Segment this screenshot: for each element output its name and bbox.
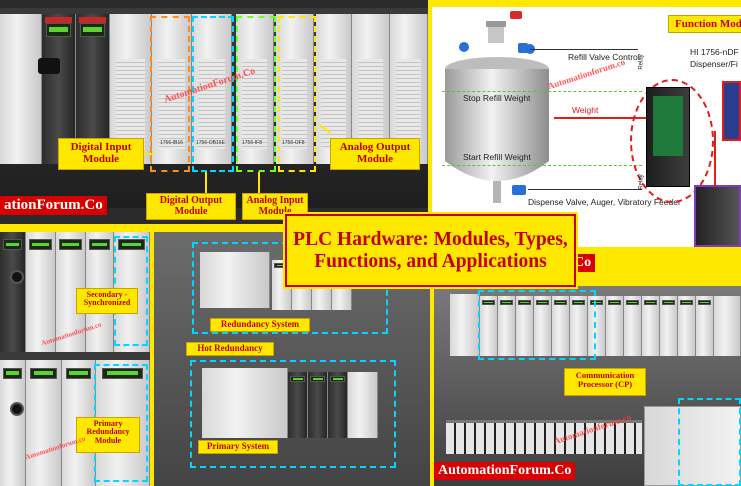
digital-output-box <box>192 16 234 172</box>
redundancy-upper-2 <box>26 232 56 352</box>
lower-controller <box>202 368 288 438</box>
dispense-valve-icon <box>512 185 526 195</box>
comm-rack-12 <box>660 296 678 356</box>
top-left-rack-photo: 1756-IB16 1756-OB16E 1756-IF8 1756-OF8 A… <box>0 0 428 224</box>
comm-rack-13 <box>678 296 696 356</box>
function-diagram-panel: Function Mod Refill Valve Control HI 175… <box>432 7 741 247</box>
right-communication-photo: Communication Processor (CP) Automationf… <box>434 286 741 486</box>
brand-bottom-right: AutomationForum.Co <box>434 462 576 480</box>
dispense-line <box>528 189 642 190</box>
refill-valve-text: Refill Valve Control <box>568 52 640 62</box>
power-button-icon <box>10 270 24 284</box>
weight-module <box>646 87 690 187</box>
primary-system-label: Primary System <box>198 440 278 454</box>
weight-text: Weight <box>572 105 599 115</box>
brand-top-left: ationForum.Co <box>0 196 107 215</box>
power-supply-module <box>0 14 42 164</box>
module-tag-4: 1756-OF8 <box>282 140 305 146</box>
secondary-label: Secondary - Synchronized <box>76 288 138 314</box>
right-device-photo-2 <box>694 185 741 247</box>
digital-input-label: Digital Input Module <box>58 138 144 170</box>
analog-output-label: Analog Output Module <box>330 138 420 170</box>
redundancy-system-label: Redundancy System <box>210 318 310 332</box>
comm-rack-3 <box>498 296 516 356</box>
analog-input-arrow <box>258 172 260 193</box>
lower-io-3 <box>328 372 348 438</box>
relay-box <box>678 398 741 486</box>
page-title: PLC Hardware: Modules, Types, Functions,… <box>293 228 568 272</box>
io-module-4 <box>236 14 274 164</box>
dispense-text: Dispense Valve, Auger, Vibratory Feeder <box>528 197 681 207</box>
red-arrow-right <box>714 131 716 187</box>
lower-io-1 <box>288 372 308 438</box>
right-device-photo <box>722 81 741 141</box>
redundancy-lower-1 <box>0 360 26 486</box>
title-box: PLC Hardware: Modules, Types, Functions,… <box>285 214 576 287</box>
lower-io-2 <box>308 372 328 438</box>
start-weight-line <box>442 165 642 166</box>
primary-redundancy-label: Primary Redundancy Module <box>76 417 140 453</box>
redundancy-lower-2 <box>26 360 62 486</box>
comm-rack-6 <box>552 296 570 356</box>
primary-system-box <box>190 360 396 468</box>
digital-output-arrow <box>205 172 207 193</box>
brand-fragment-co: Co <box>570 254 596 272</box>
analog-input-box <box>236 16 276 172</box>
refill-valve-icon <box>518 43 528 53</box>
diagram-header: Function Mod <box>668 15 741 33</box>
key-icon <box>38 58 60 74</box>
comm-rack-8 <box>588 296 606 356</box>
analog-output-box <box>278 16 316 172</box>
redundancy-upper-1 <box>0 232 26 352</box>
weight-module-circle <box>630 79 714 203</box>
left-redundancy-photo: Secondary - Synchronized Automationforum… <box>0 232 150 486</box>
module-tag-2: 1756-OB16E <box>196 140 225 146</box>
stop-weight-line <box>442 91 642 92</box>
comm-rack-11 <box>642 296 660 356</box>
comm-rack-15 <box>714 296 741 356</box>
module-tag-1: 1756-IB16 <box>160 140 184 146</box>
comm-processor-label: Communication Processor (CP) <box>564 368 646 396</box>
device-text: HI 1756-nDF <box>690 47 739 57</box>
comm-rack-5 <box>534 296 552 356</box>
io-module-2 <box>152 14 192 164</box>
weight-arrow <box>554 117 648 119</box>
relay-cabinet <box>644 406 741 486</box>
comm-rack-14 <box>696 296 714 356</box>
digital-input-box <box>150 16 190 172</box>
top-valve-icon <box>510 11 522 19</box>
lower-io-4 <box>348 372 378 438</box>
hot-redundancy-label: Hot Redundancy <box>186 342 274 356</box>
digital-output-label: Digital Output Module <box>146 193 236 220</box>
comm-rack-9 <box>606 296 624 356</box>
digital-input-arrow <box>144 153 154 155</box>
relay-label-a: Relay <box>638 54 645 70</box>
start-weight-text: Start Refill Weight <box>463 152 531 162</box>
comm-rack-7 <box>570 296 588 356</box>
comm-rack-1 <box>450 294 480 356</box>
terminal-strip <box>446 420 642 454</box>
comm-rack-10 <box>624 296 642 356</box>
comm-processor-box <box>478 290 596 360</box>
stop-weight-text: Stop Refill Weight <box>463 93 531 103</box>
comm-rack-2 <box>480 296 498 356</box>
tank-illustration <box>445 21 549 203</box>
upper-controller <box>200 252 270 308</box>
device-sub-text: Dispenser/Fi <box>690 59 738 69</box>
io-module-3 <box>192 14 232 164</box>
power-button-icon-2 <box>10 402 24 416</box>
module-tag-3: 1756-IF8 <box>242 140 263 146</box>
io-module-5 <box>276 14 314 164</box>
comm-rack-4 <box>516 296 534 356</box>
refill-line <box>530 49 638 50</box>
relay-label-b: Relay <box>638 174 645 190</box>
